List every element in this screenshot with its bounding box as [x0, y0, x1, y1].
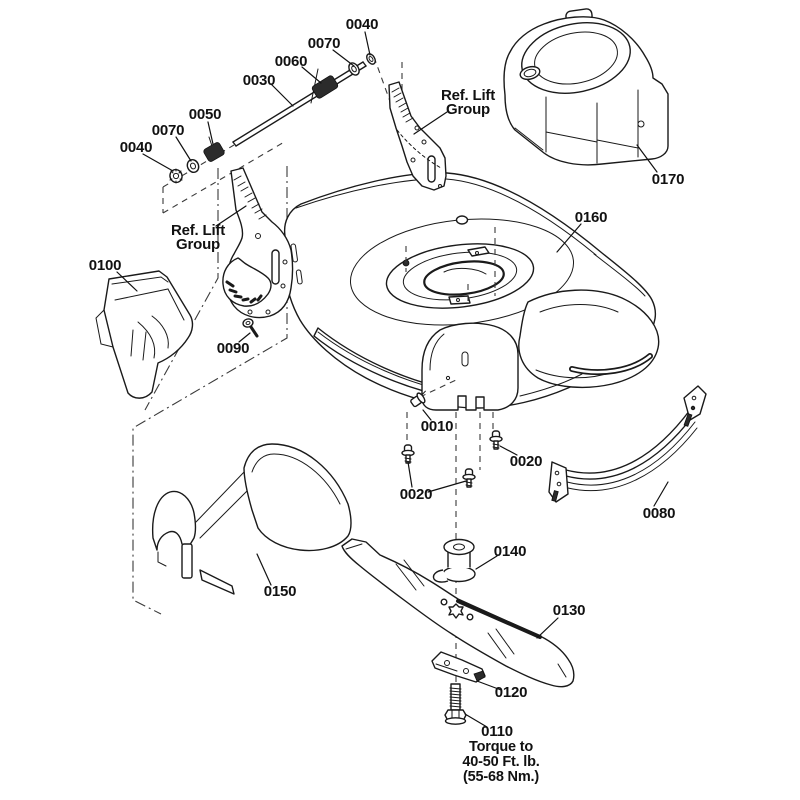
shaft-rod: [232, 61, 367, 147]
callout-0070-top: 0070: [307, 34, 341, 52]
engine: [503, 8, 669, 166]
shaft-roller: [310, 68, 339, 104]
note-ref-lift-group-top: Ref. Lift Group: [440, 86, 496, 118]
mulch-guard: [151, 443, 352, 595]
callout-0040-left: 0040: [119, 138, 153, 156]
discharge-chute: [95, 270, 194, 399]
front-bumper: [548, 385, 707, 503]
bracket-screw: [242, 318, 259, 338]
callout-0010: 0010: [420, 417, 454, 435]
self-tap-screw: [489, 430, 503, 450]
lock-nut: [169, 168, 183, 184]
blade-assembly: [341, 538, 575, 725]
blade: [341, 538, 575, 688]
callout-0160: 0160: [574, 208, 608, 226]
callout-0060: 0060: [274, 52, 308, 70]
lift-bracket-top: [388, 81, 447, 191]
lift-bracket-left: [222, 167, 294, 319]
callout-0030: 0030: [242, 71, 276, 89]
flange-bolt: [410, 390, 426, 408]
blade-adapter: [432, 538, 476, 583]
callout-0050: 0050: [188, 105, 222, 123]
blade-driver: [431, 651, 486, 683]
note-torque-spec: Torque to 40-50 Ft. lb. (55-68 Nm.): [462, 738, 540, 785]
self-tap-screw: [462, 468, 476, 488]
callout-0130: 0130: [552, 601, 586, 619]
self-tap-screw: [401, 444, 415, 464]
callout-0090: 0090: [216, 339, 250, 357]
callout-0040-top: 0040: [345, 15, 379, 33]
callout-0070-left: 0070: [151, 121, 185, 139]
roller-spacer: [203, 136, 225, 162]
note-ref-lift-group-left: Ref. Lift Group: [170, 221, 226, 253]
callout-0020-left: 0020: [399, 485, 433, 503]
callout-0080: 0080: [642, 504, 676, 522]
callout-0020-right: 0020: [509, 452, 543, 470]
deck-fasteners: [401, 390, 503, 488]
callout-0140: 0140: [493, 542, 527, 560]
callout-0110: 0110: [481, 722, 513, 740]
blade-bolt: [444, 683, 467, 725]
lift-shaft-assembly: [162, 53, 405, 214]
callout-0120: 0120: [494, 683, 528, 701]
callout-0170: 0170: [651, 170, 685, 188]
callout-0150: 0150: [263, 582, 297, 600]
bushing: [186, 158, 200, 174]
shaft-bolt-end: [366, 53, 376, 65]
callout-0100: 0100: [88, 256, 122, 274]
leader-lines: [116, 31, 669, 728]
shaft-washer: [348, 62, 360, 76]
